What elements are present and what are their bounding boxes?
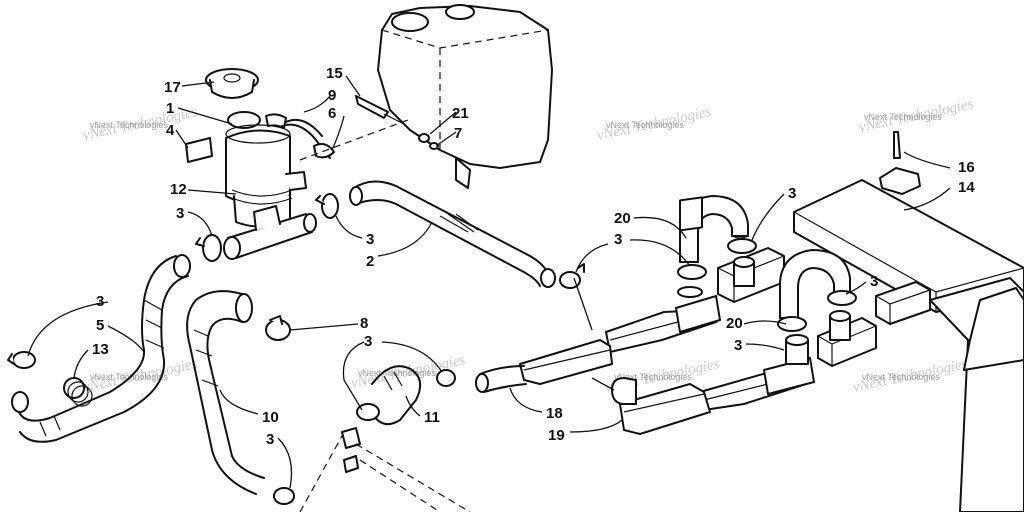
hose-clamp xyxy=(273,487,295,505)
hose-clamp xyxy=(827,290,857,306)
manifold-block xyxy=(875,281,931,325)
hose-clamp xyxy=(7,351,36,369)
hose-clamp xyxy=(777,316,807,332)
callout-3: 3 xyxy=(364,333,372,350)
upper-hose xyxy=(349,180,556,288)
manifold-block xyxy=(717,247,785,303)
callout-19: 19 xyxy=(548,427,565,444)
callout-13: 13 xyxy=(92,341,109,358)
crossover-tube xyxy=(475,339,613,393)
callout-12: 12 xyxy=(170,181,187,198)
callout-1: 1 xyxy=(166,100,174,117)
hose-clamp xyxy=(195,234,222,262)
callout-18: 18 xyxy=(546,405,563,422)
washer xyxy=(418,133,430,143)
lower-hose xyxy=(186,290,265,495)
long-hose xyxy=(11,254,191,443)
manifold-block xyxy=(817,310,877,367)
callout-3: 3 xyxy=(788,185,796,202)
watermark-text: vNext Technologies xyxy=(90,120,168,130)
temperature-sensor xyxy=(879,131,921,195)
callout-labels: 17 1 4 12 3 9 6 15 21 7 3 2 20 3 3 16 14… xyxy=(92,65,975,448)
callout-3: 3 xyxy=(366,231,374,248)
watermark-text: vNext Technologies xyxy=(614,372,692,382)
short-hose xyxy=(371,365,422,426)
nut xyxy=(429,142,439,150)
cooler-channel xyxy=(605,196,721,353)
watermark-text: vNext Technologies xyxy=(864,112,942,122)
callout-2: 2 xyxy=(366,253,374,270)
watermark-text: vNext Technologies xyxy=(862,372,940,382)
callout-3: 3 xyxy=(96,293,104,310)
callout-8: 8 xyxy=(360,315,368,332)
cooler-channel xyxy=(699,334,815,411)
callout-17: 17 xyxy=(164,79,181,96)
hose-clamp xyxy=(315,193,339,219)
frame-rail xyxy=(299,427,471,512)
watermark-text: vNext Technologies xyxy=(358,368,436,378)
label-plate xyxy=(185,137,213,163)
callout-3: 3 xyxy=(266,431,274,448)
leader-lines xyxy=(27,75,951,489)
callout-10: 10 xyxy=(262,409,279,426)
callout-4: 4 xyxy=(166,122,175,139)
callout-14: 14 xyxy=(958,179,975,196)
radiator-cap xyxy=(205,68,259,99)
callout-21: 21 xyxy=(452,105,469,122)
callout-20: 20 xyxy=(614,210,631,227)
hose-clamp xyxy=(727,238,757,254)
callout-3: 3 xyxy=(870,273,878,290)
hose-clamp xyxy=(677,264,707,280)
heat-exchanger xyxy=(793,179,1024,512)
callout-20: 20 xyxy=(726,315,743,332)
callout-3: 3 xyxy=(176,205,184,222)
bolt xyxy=(355,95,405,125)
callout-15: 15 xyxy=(326,65,343,82)
hose-clamp xyxy=(559,263,585,289)
reservoir-tank xyxy=(377,4,553,189)
callout-16: 16 xyxy=(958,159,975,176)
callout-3: 3 xyxy=(614,231,622,248)
hose-clamp xyxy=(436,369,456,387)
callout-3: 3 xyxy=(734,337,742,354)
elbow-hose xyxy=(779,249,851,319)
tee-fitting xyxy=(223,205,317,260)
hose-clamp xyxy=(265,315,291,341)
lower-tube xyxy=(611,377,711,435)
callout-6: 6 xyxy=(328,105,336,122)
watermark-text: vNext Technologies xyxy=(606,120,684,130)
callout-7: 7 xyxy=(454,125,462,142)
spring-clamp xyxy=(63,377,93,407)
callout-11: 11 xyxy=(424,409,440,426)
hose-clamp xyxy=(356,403,380,421)
callout-9: 9 xyxy=(328,87,336,104)
callout-5: 5 xyxy=(96,317,104,334)
